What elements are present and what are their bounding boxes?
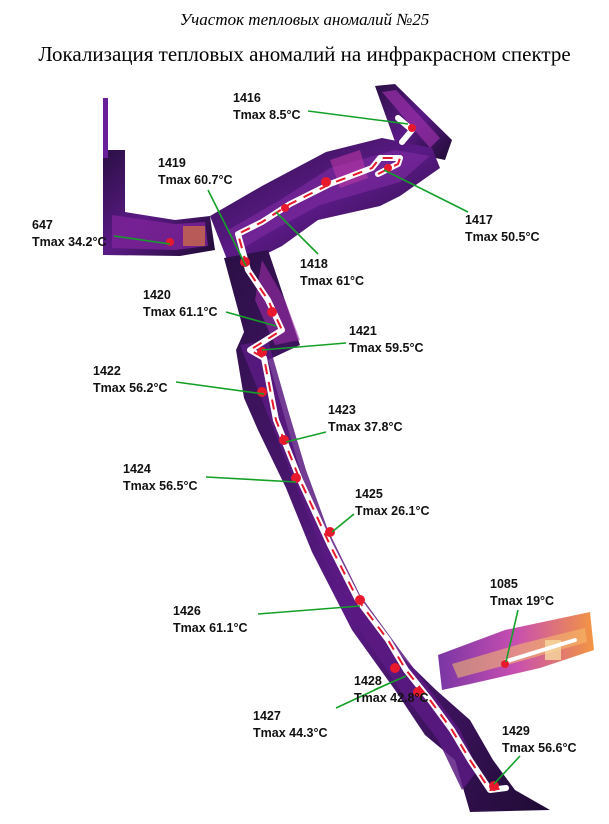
anomaly-tmax: Tmax 59.5°C [349, 341, 424, 355]
anomaly-tmax: Tmax 8.5°C [233, 108, 301, 122]
anomaly-label-1423: 1423 Tmax 37.8°C [328, 402, 402, 436]
hotspot-1417 [384, 164, 392, 172]
leader-1420 [225, 311, 277, 327]
anomaly-label-1428: 1428 Tmax 42.8°C [354, 673, 428, 707]
anomaly-id: 1416 [233, 91, 261, 105]
anomaly-label-1418: 1418 Tmax 61°C [300, 256, 364, 290]
hotspot-1416 [408, 124, 416, 132]
hotspot-1423 [279, 435, 289, 445]
anomaly-tmax: Tmax 26.1°C [355, 504, 430, 518]
anomaly-label-1416: 1416 Tmax 8.5°C [233, 90, 301, 124]
anomaly-id: 1419 [158, 156, 186, 170]
leader-1424 [205, 476, 297, 483]
hotspot-1426 [355, 595, 365, 605]
anomaly-id: 1423 [328, 403, 356, 417]
anomaly-id: 1417 [465, 213, 493, 227]
anomaly-id: 647 [32, 218, 53, 232]
anomaly-tmax: Tmax 37.8°C [328, 420, 403, 434]
anomaly-id: 1426 [173, 604, 201, 618]
anomaly-label-1424: 1424 Tmax 56.5°C [123, 461, 197, 495]
anomaly-id: 1427 [253, 709, 281, 723]
anomaly-label-1421: 1421 Tmax 59.5°C [349, 323, 423, 357]
anomaly-id: 1428 [354, 674, 382, 688]
anomaly-tmax: Tmax 61.1°C [173, 621, 248, 635]
hotspot-1429 [489, 781, 499, 791]
anomaly-id: 1421 [349, 324, 377, 338]
leader-1427 [335, 681, 393, 709]
leader-1417 [383, 169, 469, 213]
leader-lines [113, 110, 521, 785]
anomaly-id: 1085 [490, 577, 518, 591]
hotspot-1424 [291, 473, 301, 483]
hotspot-1422 [257, 387, 267, 397]
leader-1419 [207, 189, 247, 267]
hotspot-1418-a [321, 177, 331, 187]
hotspot-1421 [257, 347, 267, 357]
leader-1425 [331, 513, 355, 533]
anomaly-tmax: Tmax 56.6°C [502, 741, 577, 755]
leader-1422 [175, 381, 265, 395]
hotspot-1427 [390, 663, 400, 673]
anomaly-label-1422: 1422 Tmax 56.2°C [93, 363, 167, 397]
anomaly-id: 1429 [502, 724, 530, 738]
leader-1421 [261, 342, 347, 351]
thermal-area-647 [103, 98, 215, 256]
anomaly-label-1429: 1429 Tmax 56.6°C [502, 723, 576, 757]
hotspot-1425 [325, 527, 335, 537]
anomaly-label-1426: 1426 Tmax 61.1°C [173, 603, 247, 637]
anomaly-label-1085: 1085 Tmax 19°C [490, 576, 554, 610]
leader-647 [113, 235, 171, 245]
anomaly-tmax: Tmax 34.2°C [32, 235, 107, 249]
hotspot-1420 [267, 307, 277, 317]
map-subtitle: Участок тепловых аномалий №25 [179, 10, 430, 29]
anomaly-id: 1418 [300, 257, 328, 271]
anomaly-id: 1424 [123, 462, 151, 476]
hotspot-1418-b [281, 204, 289, 212]
leader-1426 [257, 605, 361, 615]
thermal-area-1085 [438, 612, 594, 690]
anomaly-tmax: Tmax 44.3°C [253, 726, 328, 740]
leader-1429 [493, 755, 521, 785]
anomaly-tmax: Tmax 56.5°C [123, 479, 198, 493]
anomaly-id: 1420 [143, 288, 171, 302]
leader-1423 [285, 431, 327, 443]
anomaly-tmax: Tmax 56.2°C [93, 381, 168, 395]
hotspot-1428 [413, 687, 423, 697]
anomaly-label-1419: 1419 Tmax 60.7°C [158, 155, 232, 189]
anomaly-tmax: Tmax 19°C [490, 594, 555, 608]
anomaly-tmax: Tmax 50.5°C [465, 230, 540, 244]
anomaly-tmax: Tmax 42.8°C [354, 691, 429, 705]
anomaly-label-1425: 1425 Tmax 26.1°C [355, 486, 429, 520]
anomaly-tmax: Tmax 61°C [300, 274, 365, 288]
anomaly-label-647: 647 Tmax 34.2°C [32, 217, 106, 251]
hotspot-647 [166, 238, 174, 246]
leader-1418 [275, 211, 319, 255]
anomaly-label-1420: 1420 Tmax 61.1°C [143, 287, 217, 321]
leader-1085 [505, 609, 519, 663]
anomaly-label-1417: 1417 Tmax 50.5°C [465, 212, 539, 246]
anomaly-tmax: Tmax 60.7°C [158, 173, 233, 187]
anomaly-id: 1425 [355, 487, 383, 501]
anomaly-tmax: Tmax 61.1°C [143, 305, 218, 319]
anomaly-id: 1422 [93, 364, 121, 378]
thermal-area-upper-corridor [210, 138, 440, 262]
thermal-area-1416 [375, 84, 452, 160]
map-title: Локализация тепловых аномалий на инфракр… [38, 42, 571, 66]
anomaly-label-1427: 1427 Tmax 44.3°C [253, 708, 327, 742]
pipeline-core [237, 157, 507, 791]
leader-1416 [307, 110, 409, 125]
hotspot-1085 [501, 660, 509, 668]
